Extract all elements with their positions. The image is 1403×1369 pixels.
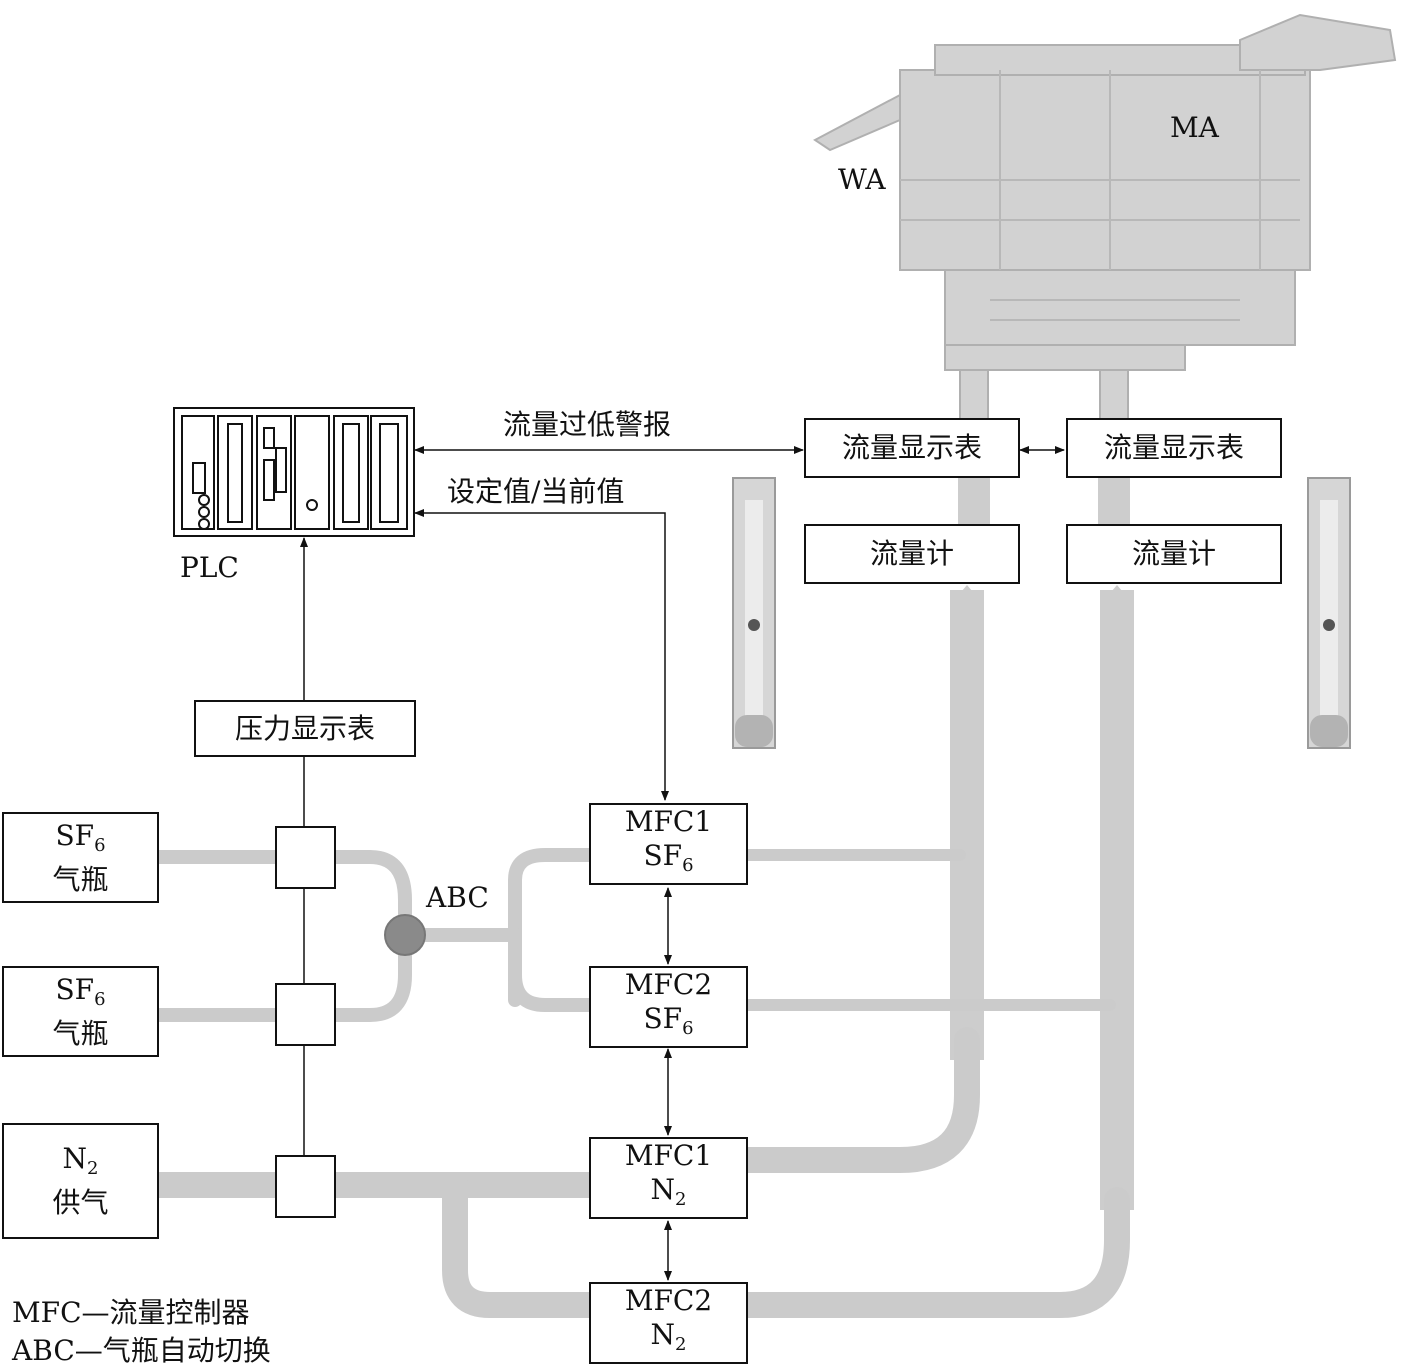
rotameter-left [732, 477, 776, 749]
plc-rack [173, 407, 415, 537]
supply-n2: N2 供气 [2, 1123, 159, 1239]
mfc2-n2-name: MFC2 [624, 1284, 713, 1317]
cylinder-sf6-2-name: 气瓶 [52, 1016, 109, 1050]
pressure-display-meter: 压力显示表 [194, 700, 416, 757]
pressure-sensor-3 [275, 1155, 336, 1218]
pressure-sensor-1 [275, 826, 336, 889]
cylinder-sf6-2: SF6 气瓶 [2, 966, 159, 1057]
mfc1-sf6: MFC1 SF6 [589, 803, 748, 885]
abc-label: ABC [426, 881, 489, 914]
mfc2-sf6: MFC2 SF6 [589, 966, 748, 1048]
mfc1-n2-name: MFC1 [624, 1139, 713, 1172]
pressure-display-label: 压力显示表 [234, 711, 375, 745]
gas-pipes [145, 848, 1130, 1318]
abc-switch-node [384, 914, 426, 956]
flow-meter-2-label: 流量计 [1131, 537, 1216, 570]
mfc1-n2-gas: N2 [650, 1173, 687, 1210]
pressure-sensor-2 [275, 983, 336, 1046]
flow-display-meter-2-label: 流量显示表 [1103, 431, 1244, 464]
platform-label-ma: MA [1170, 111, 1219, 144]
mfc1-sf6-name: MFC1 [624, 805, 713, 838]
signal-lines [300, 446, 1065, 1281]
supply-n2-gas: N2 [62, 1142, 99, 1179]
rotameter-right [1307, 477, 1351, 749]
legend-abc: ABC—气瓶自动切换 [12, 1334, 271, 1367]
flow-display-meter-1-label: 流量显示表 [841, 431, 982, 464]
flow-meter-2: 流量计 [1066, 524, 1282, 584]
supply-n2-name: 供气 [52, 1186, 109, 1219]
platform-label-wa: WA [838, 163, 886, 196]
mfc2-sf6-name: MFC2 [624, 968, 713, 1001]
flow-meter-1-label: 流量计 [869, 537, 954, 570]
mfc2-n2-gas: N2 [650, 1318, 687, 1355]
cylinder-sf6-1-name: 气瓶 [52, 862, 109, 896]
flow-display-meter-1: 流量显示表 [804, 418, 1020, 478]
mfc2-n2: MFC2 N2 [589, 1282, 748, 1364]
flow-meter-1: 流量计 [804, 524, 1020, 584]
alarm-signal-label: 流量过低警报 [503, 408, 672, 441]
mfc1-sf6-gas: SF6 [643, 839, 694, 876]
legend-mfc: MFC—流量控制器 [12, 1296, 250, 1329]
offshore-platform [813, 13, 1397, 431]
flow-display-meter-2: 流量显示表 [1066, 418, 1282, 478]
cylinder-sf6-1-gas: SF6 [55, 818, 106, 856]
cylinder-sf6-2-gas: SF6 [55, 972, 106, 1010]
mfc1-n2: MFC1 N2 [589, 1137, 748, 1219]
mfc2-sf6-gas: SF6 [643, 1002, 694, 1039]
setpoint-signal-label: 设定值/当前值 [447, 475, 625, 508]
cylinder-sf6-1: SF6 气瓶 [2, 812, 159, 903]
plc-label: PLC [180, 551, 239, 584]
